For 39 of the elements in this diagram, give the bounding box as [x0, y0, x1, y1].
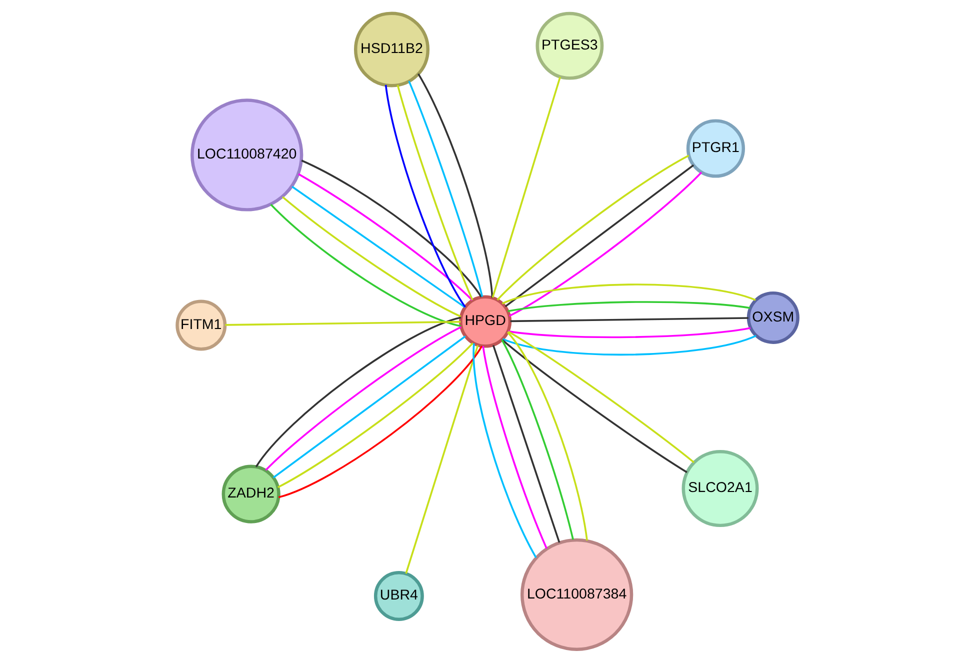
connector — [492, 344, 560, 543]
connector — [405, 345, 479, 574]
connector — [225, 320, 461, 326]
connector — [272, 335, 466, 478]
connector — [502, 284, 756, 304]
connector — [496, 154, 690, 301]
connector — [270, 204, 462, 327]
node-circle: UBR4 — [374, 571, 424, 621]
connector — [292, 186, 466, 308]
connector — [510, 317, 748, 322]
connector — [504, 164, 694, 308]
connector — [301, 160, 482, 298]
connector — [282, 196, 462, 318]
connector — [508, 330, 695, 464]
connector — [298, 173, 473, 301]
node-circle: ZADH2 — [222, 464, 280, 524]
node-circle: LOC110087420 — [190, 98, 304, 212]
node-circle: HSD11B2 — [354, 12, 430, 88]
node-circle: LOC110087384 — [520, 538, 634, 651]
node-circle: HPGD — [459, 295, 512, 348]
node-circle: PTGES3 — [536, 12, 604, 80]
connector — [482, 346, 548, 549]
node-circle: SLCO2A1 — [682, 450, 759, 528]
connector — [506, 332, 588, 541]
connector — [508, 301, 750, 312]
node-circle: PTGR1 — [686, 119, 745, 178]
node-circle: FITM1 — [176, 300, 227, 351]
connector — [408, 80, 484, 297]
connector — [508, 327, 751, 338]
connector — [492, 76, 561, 298]
node-circle: OXSM — [746, 291, 800, 344]
connector — [472, 343, 537, 558]
connector — [501, 339, 574, 540]
connector — [418, 73, 494, 298]
connector — [396, 84, 474, 300]
connector — [508, 172, 702, 317]
connector — [384, 84, 466, 308]
connector — [502, 334, 756, 356]
connector — [502, 339, 688, 474]
